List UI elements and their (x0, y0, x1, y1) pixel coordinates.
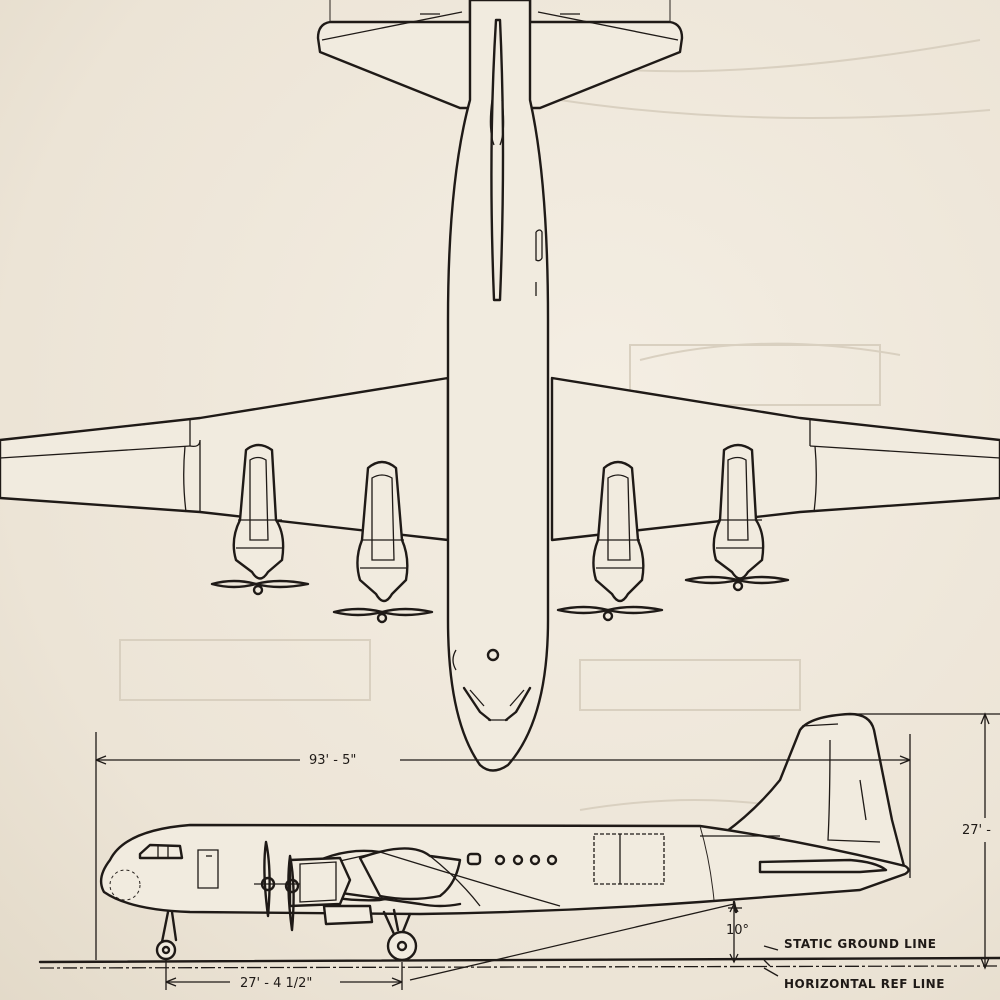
length-dimension-label: 93' - 5" (309, 753, 356, 768)
horizontal-ref-line-label: HORIZONTAL REF LINE (784, 977, 945, 991)
gear-dimension-label: 27' - 4 1/2" (240, 976, 312, 991)
fuselage-top (446, 0, 550, 772)
bleed-through-ghost (119, 39, 991, 811)
engine-nacelle-4 (684, 443, 790, 592)
height-dimension (852, 712, 1000, 970)
ground-angle-label: 10° (726, 923, 749, 938)
engine-nacelle-1 (210, 443, 310, 596)
length-dimension (95, 732, 911, 960)
top-view (0, 0, 1000, 772)
wing-and-nacelles-side (254, 840, 561, 932)
height-dimension-label: 27' - (962, 823, 991, 838)
wings (0, 376, 1000, 542)
main-landing-gear (382, 908, 418, 962)
engine-nacelle-3 (556, 460, 664, 622)
reference-lines (38, 945, 1000, 977)
side-view (99, 712, 910, 962)
ground-angle-marker (409, 902, 739, 981)
nose-landing-gear (155, 910, 178, 961)
engine-nacelle-2 (332, 460, 434, 624)
static-ground-line-label: STATIC GROUND LINE (784, 937, 936, 951)
